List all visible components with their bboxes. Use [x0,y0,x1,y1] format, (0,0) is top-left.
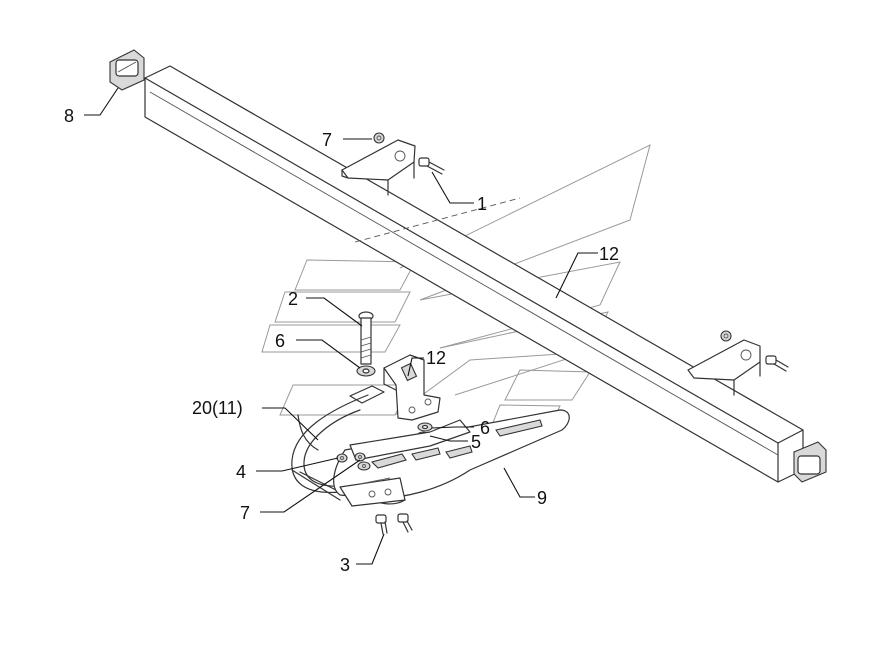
end-cap-right [793,441,827,483]
callout-labels: 8 7 1 12 2 6 12 20(11) 6 5 4 9 7 3 [64,106,619,575]
nut-tine-left [336,453,348,463]
mounting-bracket-upper [341,139,416,196]
callout-5: 5 [471,432,481,452]
plow-bolt-right [397,513,413,533]
mounting-bracket-lower [687,339,761,396]
callout-12-upper: 12 [599,244,619,264]
leader-lines [84,87,598,565]
bolt-lower [765,355,789,372]
callout-1: 1 [477,194,487,214]
square-tube-beam [144,65,804,483]
skid-plate [333,409,570,507]
callout-6-lower: 6 [480,418,490,438]
callout-3: 3 [340,555,350,575]
callout-8: 8 [64,106,74,126]
bolt-upper [418,157,445,175]
callout-9: 9 [537,488,547,508]
plow-bolt-left [375,514,388,535]
carriage-bolt [358,311,374,365]
washer-upper [356,365,376,377]
callout-12-lower: 12 [426,348,446,368]
end-cap-left [109,49,145,91]
callout-7-lower: 7 [240,503,250,523]
nut-upper [373,132,385,144]
callout-2: 2 [288,289,298,309]
nut-tine-mid [354,452,366,462]
callout-6-upper: 6 [275,331,285,351]
washer-middle [417,422,433,432]
callout-4: 4 [236,462,246,482]
callout-7-upper: 7 [322,130,332,150]
nut-lower [720,330,732,342]
callout-20-11: 20(11) [192,398,243,418]
washer-tine [357,461,371,471]
